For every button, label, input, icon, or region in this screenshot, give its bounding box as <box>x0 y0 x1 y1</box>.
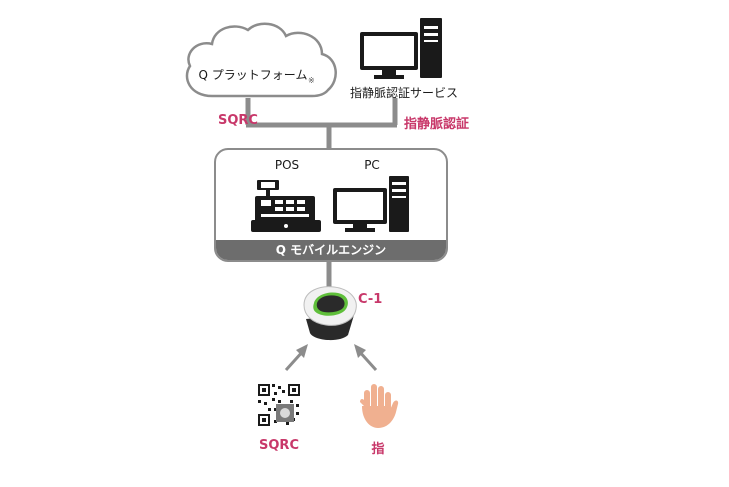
cloud-mark: ※ <box>308 76 315 85</box>
device-c1-label: C-1 <box>358 292 383 307</box>
input-finger-label: 指 <box>371 442 385 457</box>
arrow-finger-to-device <box>354 344 378 372</box>
sqrc-qr-code-icon <box>258 384 300 426</box>
server-label: 指静脈認証サービス <box>349 86 459 100</box>
cloud-label: Q プラットフォーム <box>198 68 308 82</box>
link-finger-vein-label: 指静脈認証 <box>404 117 470 132</box>
link-sqrc-label: SQRC <box>218 113 258 128</box>
mobile-engine-title: Q モバイルエンジン <box>275 243 387 257</box>
pc-computer-icon <box>333 176 409 232</box>
mobile-engine-title-bar: Q モバイルエンジン <box>216 240 446 260</box>
cloud-icon <box>185 22 337 98</box>
pos-register-icon <box>251 180 321 232</box>
pos-label: POS <box>274 158 300 172</box>
mobile-engine-box: POS PC Q モバイ <box>214 148 448 262</box>
c1-scanner-device-icon <box>303 286 357 341</box>
server-computer-icon <box>360 18 442 79</box>
pc-label: PC <box>364 158 380 172</box>
arrow-qr-to-device <box>284 344 308 372</box>
input-sqrc-label: SQRC <box>259 438 299 453</box>
finger-hand-icon <box>360 384 399 428</box>
